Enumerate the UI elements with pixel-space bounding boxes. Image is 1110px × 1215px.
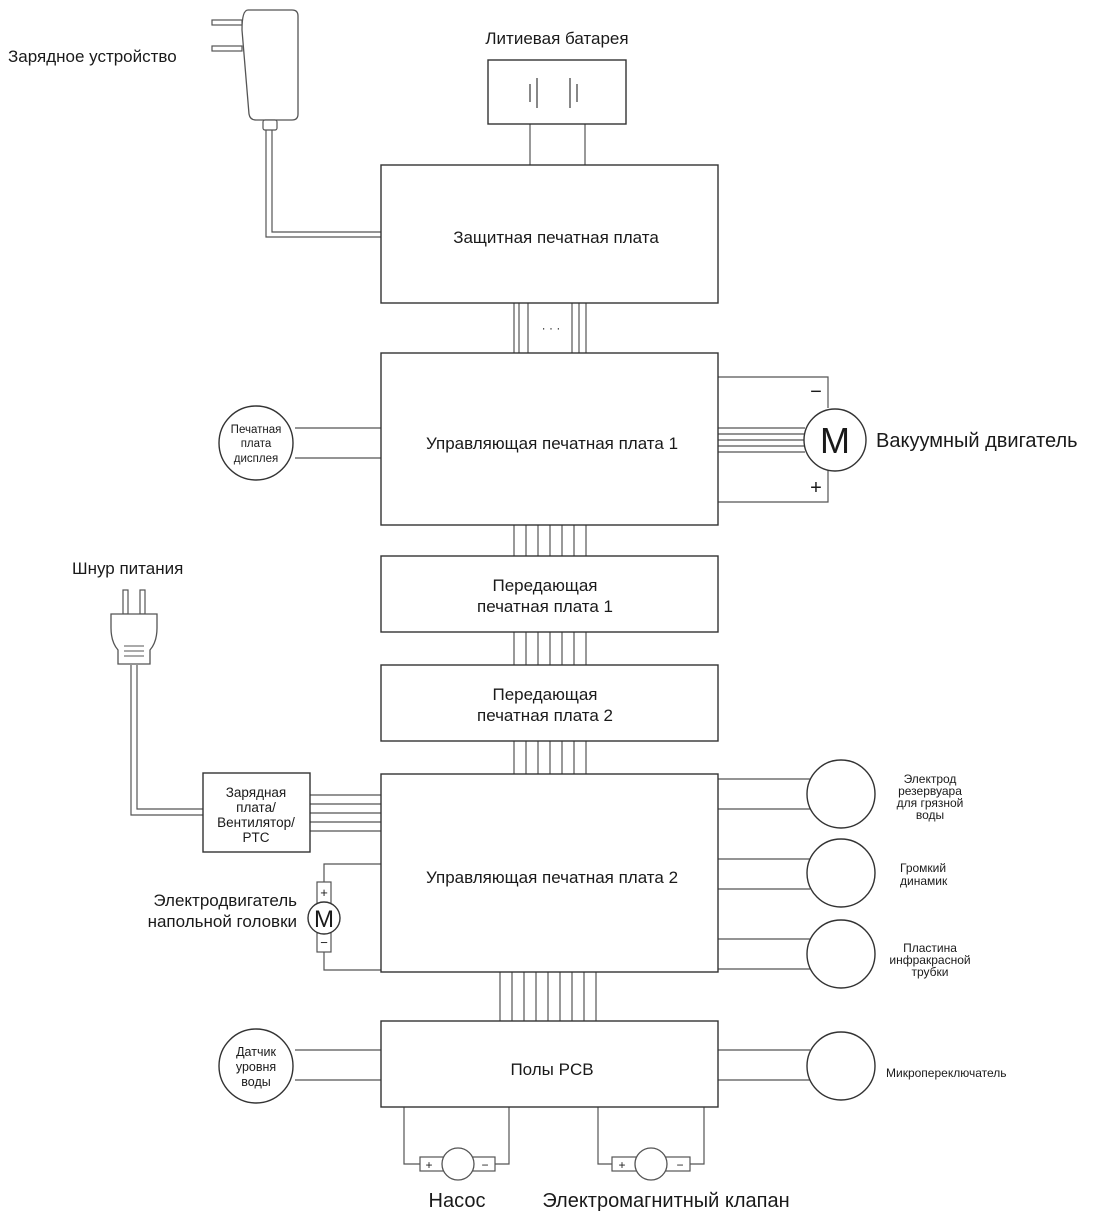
transmit-pcb-1-box <box>380 555 719 633</box>
protection-pcb-box <box>380 164 719 304</box>
water-level-sensor-line-3: воды <box>241 1075 270 1089</box>
dirty-tank-electrode-line-4: воды <box>916 808 944 822</box>
pump-icon <box>419 1147 496 1181</box>
battery-symbol-icon <box>529 78 578 108</box>
charging-board-line-1: Зарядная <box>226 785 286 800</box>
floor-motor-label-1: Электродвигатель <box>153 891 297 910</box>
charging-board-line-4: PTC <box>243 830 270 845</box>
valve-plus: + <box>618 1158 625 1172</box>
control-pcb-2-label: Управляющая печатная плата 2 <box>426 868 678 887</box>
solenoid-valve-icon <box>611 1147 691 1181</box>
vacuum-motor-icon <box>803 408 867 472</box>
water-level-sensor-line-1: Датчик <box>236 1045 276 1059</box>
bus-control1-transmit1 <box>513 525 587 556</box>
vacuum-motor-plus: + <box>810 477 822 499</box>
vacuum-motor-minus: − <box>810 381 822 403</box>
power-cord-label: Шнур питания <box>72 559 183 578</box>
valve-wire-left <box>597 1107 612 1165</box>
infrared-tube-line-2: инфракрасной <box>889 953 970 967</box>
solenoid-valve-label: Электромагнитный клапан <box>542 1190 789 1212</box>
charging-board-line-3: Вентилятор/ <box>217 815 295 830</box>
water-level-sensor-circle <box>218 1028 294 1104</box>
transmit-pcb-2-box <box>380 664 719 742</box>
floor-pcb-box <box>380 1020 719 1108</box>
floor-motor-icon <box>307 901 341 935</box>
dirty-tank-electrode-circle <box>806 759 876 829</box>
battery-box <box>487 59 627 125</box>
floor-motor-minus: − <box>320 935 328 950</box>
bus-dots: · · · <box>542 321 561 335</box>
transmit-pcb-1-line-2: печатная плата 1 <box>477 597 613 616</box>
control-pcb-1-label: Управляющая печатная плата 1 <box>426 434 678 453</box>
bus-charging-control2 <box>310 794 381 832</box>
charging-board-line-2: плата/ <box>236 800 276 815</box>
bus-transmit1-transmit2 <box>513 632 587 665</box>
display-pcb-line-1: Печатная <box>231 424 282 436</box>
power-cord-cable-1 <box>130 665 203 816</box>
infrared-tube-circle <box>806 919 876 989</box>
vacuum-motor-label: Вакуумный двигатель <box>876 430 1078 452</box>
bus-protection-control1 <box>513 303 587 353</box>
control-pcb-1-box <box>380 352 719 526</box>
charger-cable-1 <box>265 128 381 238</box>
charger-adapter <box>211 9 299 131</box>
display-pcb-circle <box>218 405 294 481</box>
wires <box>130 124 829 1165</box>
valve-minus: − <box>676 1158 683 1172</box>
pump-plus: + <box>425 1158 432 1172</box>
valve-wire-right <box>690 1107 705 1165</box>
battery-label: Литиевая батарея <box>485 29 628 48</box>
pump-label: Насос <box>429 1190 486 1212</box>
floor-motor-wire-bottom <box>323 952 381 971</box>
pump-wire-right <box>495 1107 510 1165</box>
pump-minus: − <box>481 1158 488 1172</box>
power-plug-icon <box>110 589 158 665</box>
pump-wire-left <box>403 1107 420 1165</box>
control-pcb-2-box <box>380 773 719 973</box>
display-pcb-line-2: плата <box>241 438 272 450</box>
transmit-pcb-1-line-1: Передающая <box>493 576 598 595</box>
infrared-tube-line-3: трубки <box>912 965 949 979</box>
motor-wire-plus <box>718 468 829 503</box>
vacuum-motor-symbol: M <box>820 420 850 461</box>
protection-pcb-label: Защитная печатная плата <box>453 228 659 247</box>
micro-switch-label: Микропереключатель <box>886 1066 1007 1080</box>
floor-pcb-label: Полы PCB <box>510 1060 593 1079</box>
bus-control2-floor <box>499 972 597 1021</box>
dirty-tank-electrode-line-3: для грязной <box>897 796 964 810</box>
power-cord-cable-2 <box>136 665 203 810</box>
floor-motor-wire-top <box>323 863 381 882</box>
dirty-tank-electrode-line-2: резервуара <box>898 784 962 798</box>
loudspeaker-line-2: динамик <box>900 874 948 888</box>
infrared-tube-line-1: Пластина <box>903 941 957 955</box>
loudspeaker-line-1: Громкий <box>900 861 946 875</box>
charging-board-box <box>202 772 311 853</box>
micro-switch-circle <box>806 1031 876 1101</box>
floor-motor-plus: + <box>320 885 328 900</box>
floor-motor-symbol: M <box>314 906 334 933</box>
transmit-pcb-2-line-2: печатная плата 2 <box>477 706 613 725</box>
charger-label: Зарядное устройство <box>8 47 177 66</box>
transmit-pcb-2-line-1: Передающая <box>493 685 598 704</box>
loudspeaker-circle <box>806 838 876 908</box>
charger-cable-2 <box>271 128 381 233</box>
display-pcb-line-3: дисплея <box>234 453 278 465</box>
motor-wire-minus <box>718 376 829 408</box>
floor-motor-label-2: напольной головки <box>148 912 297 931</box>
dirty-tank-electrode-line-1: Электрод <box>904 772 957 786</box>
bus-transmit2-control2 <box>513 741 587 774</box>
water-level-sensor-line-2: уровня <box>236 1060 276 1074</box>
